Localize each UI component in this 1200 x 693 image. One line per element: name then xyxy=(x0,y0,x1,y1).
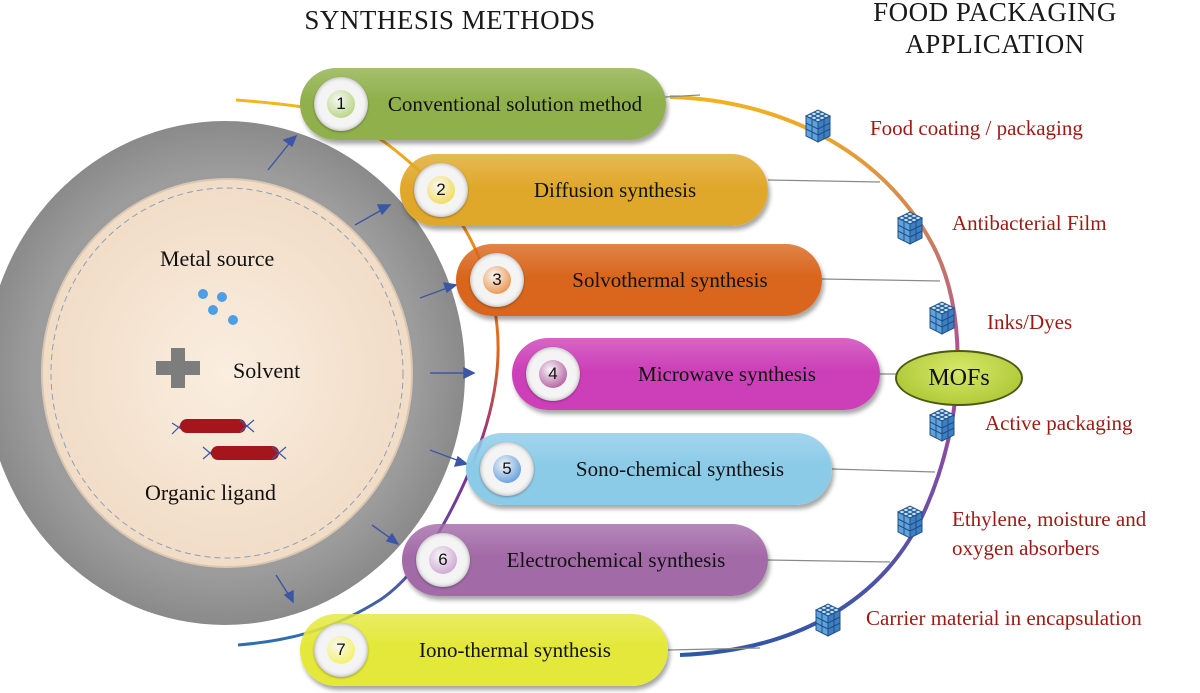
food-packaging-heading-line1: FOOD PACKAGING xyxy=(873,0,1117,27)
connector-lines xyxy=(664,94,941,651)
method-number: 5 xyxy=(493,455,521,483)
method-number: 2 xyxy=(427,176,455,204)
method-2-diffusion: 2 Diffusion synthesis xyxy=(400,154,768,226)
cube-cluster-icon xyxy=(897,211,923,245)
synthesis-methods-heading: SYNTHESIS METHODS xyxy=(304,5,596,35)
inner-dashed-ring xyxy=(50,187,404,559)
method-3-solvothermal: 3 Solvothermal synthesis xyxy=(456,244,822,316)
number-badge: 1 xyxy=(314,77,368,131)
plus-icon xyxy=(156,348,200,388)
method-number: 7 xyxy=(327,636,355,664)
method-7-iono-thermal: 7 Iono-thermal synthesis xyxy=(300,614,668,686)
application-absorbers: Ethylene, moisture and oxygen absorbers xyxy=(952,507,1147,560)
method-number: 1 xyxy=(327,90,355,118)
cube-cluster-icon xyxy=(929,301,955,335)
food-packaging-heading-line2: APPLICATION xyxy=(905,29,1085,59)
number-badge: 6 xyxy=(416,533,470,587)
method-number: 4 xyxy=(539,360,567,388)
method-6-electrochemical: 6 Electrochemical synthesis xyxy=(402,524,768,596)
number-badge: 3 xyxy=(470,253,524,307)
method-label: Solvothermal synthesis xyxy=(572,268,768,292)
method-4-microwave: 4 Microwave synthesis xyxy=(512,338,880,410)
application-antibacterial-film: Antibacterial Film xyxy=(952,211,1107,235)
method-label: Conventional solution method xyxy=(387,92,643,116)
method-1-conventional-solution: 1 Conventional solution method xyxy=(300,68,666,140)
method-number: 6 xyxy=(429,546,457,574)
application-food-coating: Food coating / packaging xyxy=(870,116,1083,140)
cube-cluster-icon xyxy=(815,603,841,637)
method-label: Microwave synthesis xyxy=(638,362,816,386)
food-packaging-heading: FOOD PACKAGING APPLICATION xyxy=(840,0,1150,60)
cube-cluster-icon xyxy=(929,408,955,442)
method-label: Iono-thermal synthesis xyxy=(419,638,611,662)
application-carrier-material: Carrier material in encapsulation xyxy=(866,606,1142,630)
dots-icon xyxy=(198,289,238,325)
method-label: Diffusion synthesis xyxy=(533,178,697,202)
method-5-sono-chemical: 5 Sono-chemical synthesis xyxy=(466,433,832,505)
number-badge: 4 xyxy=(526,347,580,401)
number-badge: 2 xyxy=(414,163,468,217)
number-badge: 5 xyxy=(480,442,534,496)
solvent-label: Solvent xyxy=(233,358,301,383)
application-inks-dyes: Inks/Dyes xyxy=(987,310,1073,334)
metal-source-label: Metal source xyxy=(160,246,275,271)
inner-disk xyxy=(41,178,413,568)
mofs-label: MOFs xyxy=(895,350,1023,406)
method-label: Electrochemical synthesis xyxy=(506,548,726,572)
method-number: 3 xyxy=(483,266,511,294)
cube-cluster-icon xyxy=(897,505,923,539)
number-badge: 7 xyxy=(314,623,368,677)
organic-ligand-label: Organic ligand xyxy=(145,480,276,505)
ligand-rod-icon xyxy=(171,419,287,460)
arrows xyxy=(267,134,476,604)
method-label: Sono-chemical synthesis xyxy=(575,457,785,481)
application-active-packaging: Active packaging xyxy=(985,411,1133,435)
cube-cluster-icon xyxy=(805,109,831,143)
